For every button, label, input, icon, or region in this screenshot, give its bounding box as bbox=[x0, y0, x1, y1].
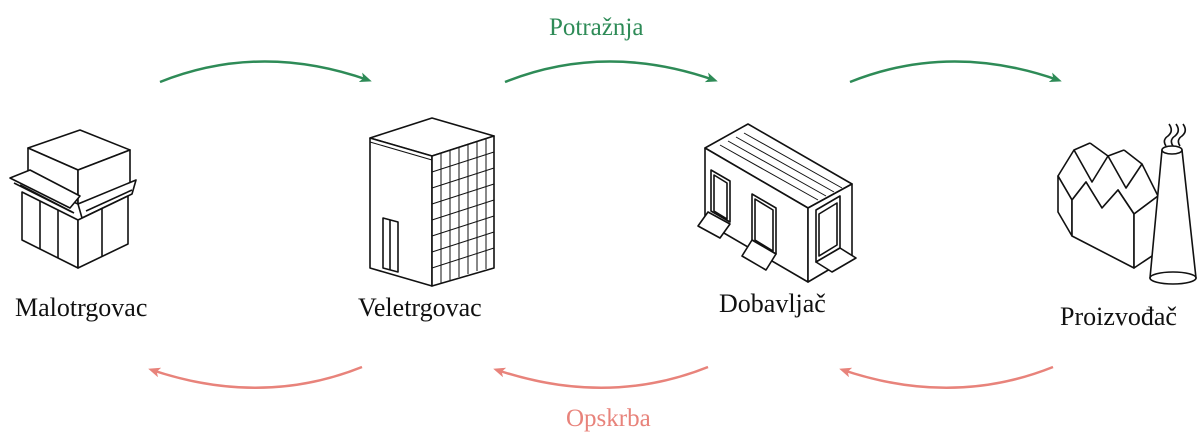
factory-icon bbox=[1057, 123, 1197, 285]
supply-flow-label: Opskrba bbox=[566, 405, 651, 432]
node-label-retailer: Malotrgovac bbox=[15, 293, 148, 322]
node-label-manufacturer: Proizvođač bbox=[1060, 302, 1177, 331]
demand-arrow-2 bbox=[504, 60, 718, 84]
warehouse-icon bbox=[697, 123, 857, 283]
supply-arrow-1 bbox=[148, 365, 363, 390]
node-label-wholesaler: Veletrgovac bbox=[358, 293, 482, 322]
office-building-icon bbox=[369, 117, 495, 287]
supply-arrow-3 bbox=[839, 365, 1054, 390]
retail-store-icon bbox=[9, 129, 137, 269]
supply-arrow-2 bbox=[493, 365, 709, 390]
demand-flow-label: Potražnja bbox=[549, 14, 644, 41]
demand-arrow-3 bbox=[849, 60, 1062, 84]
node-label-supplier: Dobavljač bbox=[719, 289, 826, 318]
demand-arrow-1 bbox=[159, 60, 372, 84]
